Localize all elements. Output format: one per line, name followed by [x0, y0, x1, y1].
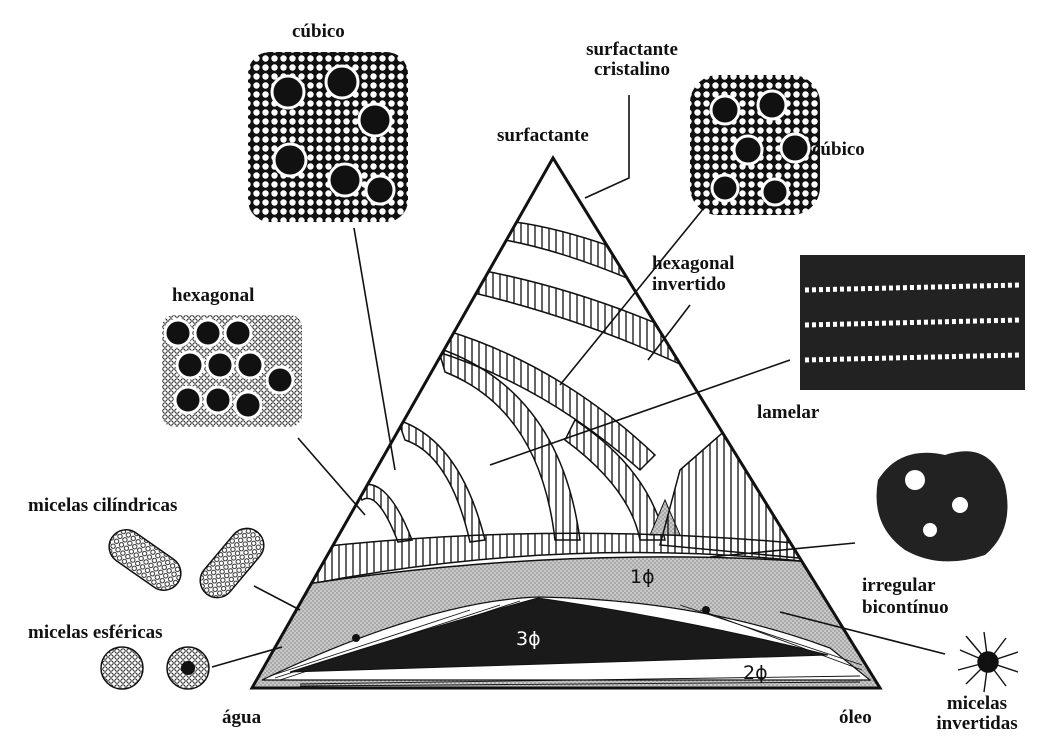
- label-two-phase: 2ϕ: [743, 662, 768, 684]
- label-water-vertex: água: [222, 708, 261, 728]
- spherical-micelles-illustration: [101, 647, 209, 689]
- label-hexagonal: hexagonal: [172, 286, 254, 306]
- critical-point-right: [702, 606, 710, 614]
- label-inverted-micelles: micelas invertidas: [925, 694, 1029, 734]
- bicontinuous-structure-illustration: [877, 451, 1008, 561]
- label-cubic-right: cúbico: [812, 140, 865, 160]
- hexagonal-structure-illustration: [162, 315, 302, 427]
- label-surfactant-crystalline: surfactante cristalino: [572, 40, 692, 80]
- label-irregular-bicontinuous: irregular bicontínuo: [862, 575, 972, 619]
- cylindrical-micelles-illustration: [102, 521, 270, 604]
- band-arc-2: [398, 420, 485, 542]
- label-spherical-micelles: micelas esféricas: [28, 623, 163, 643]
- label-lamellar: lamelar: [757, 403, 819, 423]
- inverted-micelles-illustration: [958, 632, 1018, 692]
- label-three-phase: 3ϕ: [516, 628, 541, 650]
- cubic-structure-right-illustration: [690, 75, 820, 215]
- label-cylindrical-micelles: micelas cilíndricas: [28, 496, 177, 516]
- band-surfactante-crystal: [505, 222, 662, 290]
- label-oil-vertex: óleo: [839, 708, 872, 728]
- cubic-structure-left-illustration: [248, 52, 408, 222]
- label-one-phase: 1ϕ: [630, 566, 655, 588]
- lamellar-structure-illustration: [800, 255, 1025, 390]
- label-cubic-left: cúbico: [292, 22, 345, 42]
- triangle-interior: [252, 222, 880, 688]
- label-hexagonal-inverted: hexagonal invertido: [652, 253, 764, 295]
- critical-point-left: [352, 634, 360, 642]
- label-surfactant-vertex: surfactante: [497, 126, 589, 146]
